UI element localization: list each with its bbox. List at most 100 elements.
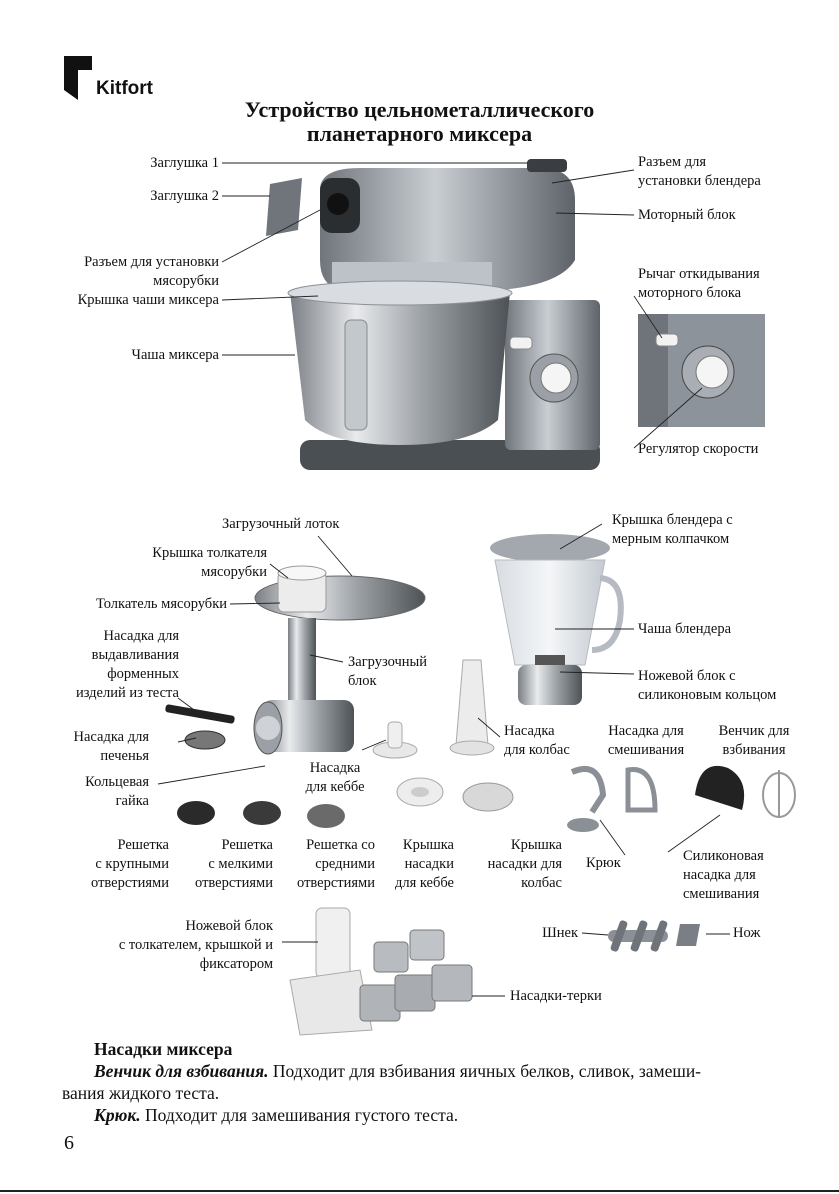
label-pusher-lid: Крышка толкателя мясорубки bbox=[152, 544, 267, 582]
label-kebbe-cap-line-1: Крышка bbox=[402, 837, 454, 853]
label-kebbe-line-2: для кеббе bbox=[305, 779, 365, 795]
term-whisk: Венчик для взбивания. bbox=[94, 1061, 269, 1081]
label-blender-socket-line-2: установки блендера bbox=[638, 173, 761, 189]
auger-knife-image bbox=[608, 920, 700, 952]
label-blender-socket: Разъем для установки блендера bbox=[638, 153, 761, 191]
label-grid-large: Решетка с крупными отверстиями bbox=[91, 836, 169, 893]
label-load-block-line-2: блок bbox=[348, 673, 377, 689]
label-slicer-line-1: Ножевой блок bbox=[185, 918, 273, 934]
label-kebbe: Насадка для кеббе bbox=[300, 759, 370, 797]
label-grinder-socket-line-2: мясорубки bbox=[153, 273, 219, 289]
label-sausage-line-2: для колбас bbox=[504, 742, 570, 758]
label-blender-lid-line-1: Крышка блендера с bbox=[612, 512, 733, 528]
label-slicer-line-3: фиксатором bbox=[199, 956, 273, 972]
brand-name: Kitfort bbox=[96, 78, 153, 99]
text-hook: Подходит для замешивания густого теста. bbox=[140, 1105, 459, 1125]
leader-lines bbox=[157, 162, 730, 997]
label-silicone-line-1: Силиконовая bbox=[683, 848, 764, 864]
label-sausage-cap-line-3: колбас bbox=[521, 875, 562, 891]
slicer-image bbox=[289, 907, 473, 1036]
label-pusher-lid-line-2: мясорубки bbox=[201, 564, 267, 580]
label-motor: Моторный блок bbox=[638, 207, 736, 223]
stand-mixer-image bbox=[266, 159, 600, 470]
label-pusher: Толкатель мясорубки bbox=[95, 596, 227, 612]
label-kebbe-line-1: Насадка bbox=[309, 760, 361, 776]
label-blender-jar: Чаша блендера bbox=[638, 621, 732, 637]
text-whisk: Подходит для взбивания яичных белков, сл… bbox=[268, 1061, 702, 1081]
label-bowl-lid: Крышка чаши миксера bbox=[77, 292, 219, 308]
label-speed: Регулятор скорости bbox=[638, 441, 759, 457]
label-dough-line-2: выдавливания bbox=[91, 647, 179, 663]
label-whisk: Венчик для взбивания bbox=[706, 722, 802, 760]
label-silicone-line-2: насадка для bbox=[683, 867, 756, 883]
label-mixing: Насадка для смешивания bbox=[598, 722, 694, 760]
brand-logo: Kitfort bbox=[64, 56, 174, 104]
label-whisk-line-1: Венчик для bbox=[718, 723, 790, 739]
label-plug-1: Заглушка 1 bbox=[150, 155, 219, 171]
label-sausage-line-1: Насадка bbox=[504, 723, 555, 739]
label-blade-block: Ножевой блок с силиконовым кольцом bbox=[638, 667, 776, 705]
label-load-block: Загрузочный блок bbox=[348, 653, 427, 691]
speed-inset-image bbox=[638, 314, 765, 427]
label-grid-small-line-2: с мелкими bbox=[208, 856, 273, 872]
kebbe-nozzle-image bbox=[372, 721, 418, 759]
label-slicer: Ножевой блок с толкателем, крышкой и фик… bbox=[119, 917, 273, 974]
sausage-nozzle-image bbox=[449, 659, 495, 756]
label-lever-line-2: моторного блока bbox=[638, 285, 742, 301]
label-lever-line-1: Рычаг откидывания bbox=[638, 266, 760, 282]
label-ring-nut-line-1: Кольцевая bbox=[85, 774, 149, 790]
label-cookie: Насадка для печенья bbox=[73, 728, 149, 766]
label-grid-medium: Решетка со средними отверстиями bbox=[297, 836, 375, 893]
label-silicone-line-3: смешивания bbox=[683, 886, 760, 902]
label-kebbe-cap: Крышка насадки для кеббе bbox=[395, 836, 454, 893]
label-blender-lid-line-2: мерным колпачком bbox=[612, 531, 730, 547]
blender-image bbox=[490, 534, 624, 705]
label-lever: Рычаг откидывания моторного блока bbox=[638, 265, 760, 303]
label-grid-medium-line-3: отверстиями bbox=[297, 875, 375, 891]
label-grid-large-line-3: отверстиями bbox=[91, 875, 169, 891]
label-mixing-line-2: смешивания bbox=[607, 742, 685, 758]
page-title: Устройство цельнометаллического планетар… bbox=[0, 98, 839, 146]
label-grid-medium-line-2: средними bbox=[315, 856, 375, 872]
label-whisk-line-2: взбивания bbox=[722, 742, 786, 758]
label-tray: Загрузочный лоток bbox=[222, 516, 340, 532]
title-line-1: Устройство цельнометаллического bbox=[244, 97, 595, 122]
section-heading: Насадки миксера bbox=[94, 1039, 233, 1059]
label-knife: Нож bbox=[733, 925, 761, 941]
label-kebbe-cap-line-3: для кеббе bbox=[394, 875, 454, 891]
label-grinder-socket-line-1: Разъем для установки bbox=[84, 254, 219, 270]
label-sausage: Насадка для колбас bbox=[504, 722, 570, 760]
label-cookie-line-1: Насадка для bbox=[73, 729, 149, 745]
label-grid-large-line-1: Решетка bbox=[117, 837, 169, 853]
label-pusher-lid-line-1: Крышка толкателя bbox=[152, 545, 267, 561]
label-dough-line-1: Насадка для bbox=[103, 628, 179, 644]
label-blender-socket-line-1: Разъем для bbox=[638, 154, 706, 170]
paragraph-whisk: Венчик для взбивания. Подходит для взбив… bbox=[62, 1060, 782, 1104]
grids-image bbox=[177, 777, 514, 828]
label-sausage-cap: Крышка насадки для колбас bbox=[488, 836, 562, 893]
label-blade-block-line-2: силиконовым кольцом bbox=[638, 687, 777, 703]
cookie-attachment-image bbox=[165, 704, 235, 750]
label-grid-small: Решетка с мелкими отверстиями bbox=[195, 836, 273, 893]
mixing-tools-image bbox=[567, 765, 796, 832]
label-blender-lid: Крышка блендера с мерным колпачком bbox=[612, 511, 733, 549]
label-grid-small-line-1: Решетка bbox=[221, 837, 273, 853]
logo-mark-icon bbox=[64, 56, 92, 100]
label-dough: Насадка для выдавливания форменных издел… bbox=[76, 627, 179, 703]
label-blade-block-line-1: Ножевой блок с bbox=[638, 668, 736, 684]
label-cookie-line-2: печенья bbox=[100, 748, 149, 764]
label-bowl: Чаша миксера bbox=[131, 347, 219, 363]
label-sausage-cap-line-2: насадки для bbox=[487, 856, 562, 872]
bottom-rule bbox=[0, 1190, 839, 1192]
label-dough-line-4: изделий из теста bbox=[75, 685, 179, 701]
term-hook: Крюк. bbox=[94, 1105, 141, 1125]
label-ring-nut: Кольцевая гайка bbox=[85, 773, 149, 811]
label-slicer-line-2: с толкателем, крышкой и bbox=[118, 937, 273, 953]
label-mixing-line-1: Насадка для bbox=[608, 723, 684, 739]
label-grinder-socket: Разъем для установки мясорубки bbox=[84, 253, 219, 291]
label-grid-small-line-3: отверстиями bbox=[195, 875, 273, 891]
label-sausage-cap-line-1: Крышка bbox=[510, 837, 562, 853]
label-hook: Крюк bbox=[586, 855, 621, 871]
title-line-2: планетарного миксера bbox=[306, 121, 533, 146]
